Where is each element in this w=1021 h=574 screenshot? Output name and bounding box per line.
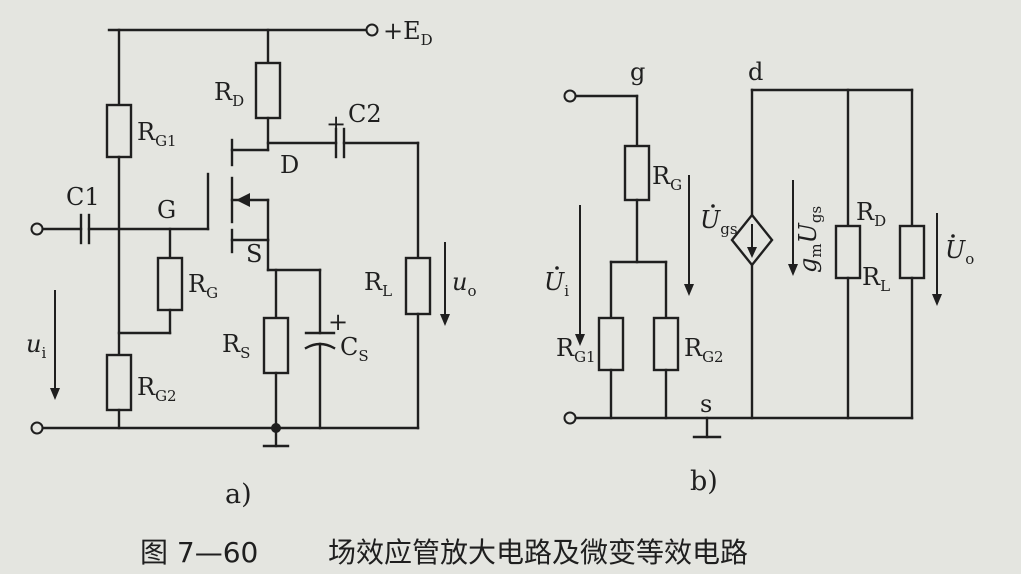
circuit-b: g RG RG1 RG2 s d RD — [544, 58, 974, 497]
resistor-rg2-b — [652, 316, 680, 372]
rg1-label: RG1 — [137, 118, 177, 150]
panel-b-label: b) — [690, 466, 718, 497]
resistor-rg2 — [105, 353, 133, 412]
rd-label: RD — [214, 78, 244, 110]
ui-label: ui — [26, 330, 46, 362]
resistor-rd — [254, 61, 282, 120]
panel-a-label: a) — [225, 479, 252, 510]
gate-terminal — [563, 89, 577, 103]
uo-label: uo — [452, 268, 477, 300]
rl-b-label: RL — [862, 263, 890, 295]
resistor-rl — [404, 256, 432, 316]
ugs-label: Ugs — [700, 206, 738, 238]
c1-label: C1 — [66, 183, 100, 211]
c2-plus: + — [326, 110, 346, 138]
input-ground-terminal — [30, 421, 44, 435]
caption-title: 场效应管放大电路及微变等效电路 — [328, 536, 748, 569]
resistor-rg1-b — [597, 316, 625, 372]
svg-text:gmUgs: gmUgs — [794, 206, 825, 273]
resistor-rg-b — [623, 144, 651, 202]
supply-terminal — [365, 23, 379, 37]
mosfet-symbol — [206, 138, 270, 254]
rg-label: RG — [188, 270, 218, 302]
rs-label: RS — [222, 330, 250, 362]
input-terminal — [30, 222, 44, 236]
drain-label: D — [280, 151, 299, 179]
rg2-label: RG2 — [137, 373, 177, 405]
rl-label: RL — [364, 268, 392, 300]
gate-label: G — [157, 196, 176, 224]
resistor-rl-b — [898, 224, 926, 280]
circuit-a: +ED RG1 RG2 C1 G RG — [26, 17, 477, 510]
rg-b-label: RG — [652, 162, 682, 194]
uo-b-label: Uo — [945, 236, 974, 268]
s-node-label: s — [700, 390, 712, 418]
resistor-rg — [156, 256, 184, 312]
rg2-b-label: RG2 — [684, 334, 724, 366]
cs-plus: + — [328, 308, 348, 336]
source-label: S — [246, 240, 262, 268]
ui-b-label: Ui — [544, 268, 569, 300]
caption-number: 图 7—60 — [140, 536, 258, 569]
supply-label: +ED — [383, 17, 433, 49]
d-node-label: d — [748, 58, 763, 86]
rd-b-label: RD — [856, 198, 886, 230]
gm-ugs-label: gmUgs — [794, 206, 825, 273]
g-node-label: g — [630, 58, 645, 86]
resistor-rd-b — [834, 224, 862, 280]
ground-terminal-b — [563, 411, 577, 425]
resistor-rg1 — [105, 103, 133, 159]
rg1-b-label: RG1 — [556, 334, 596, 366]
cs-label: CS — [340, 333, 369, 365]
c2-label: C2 — [348, 100, 382, 128]
resistor-rs — [262, 316, 290, 375]
